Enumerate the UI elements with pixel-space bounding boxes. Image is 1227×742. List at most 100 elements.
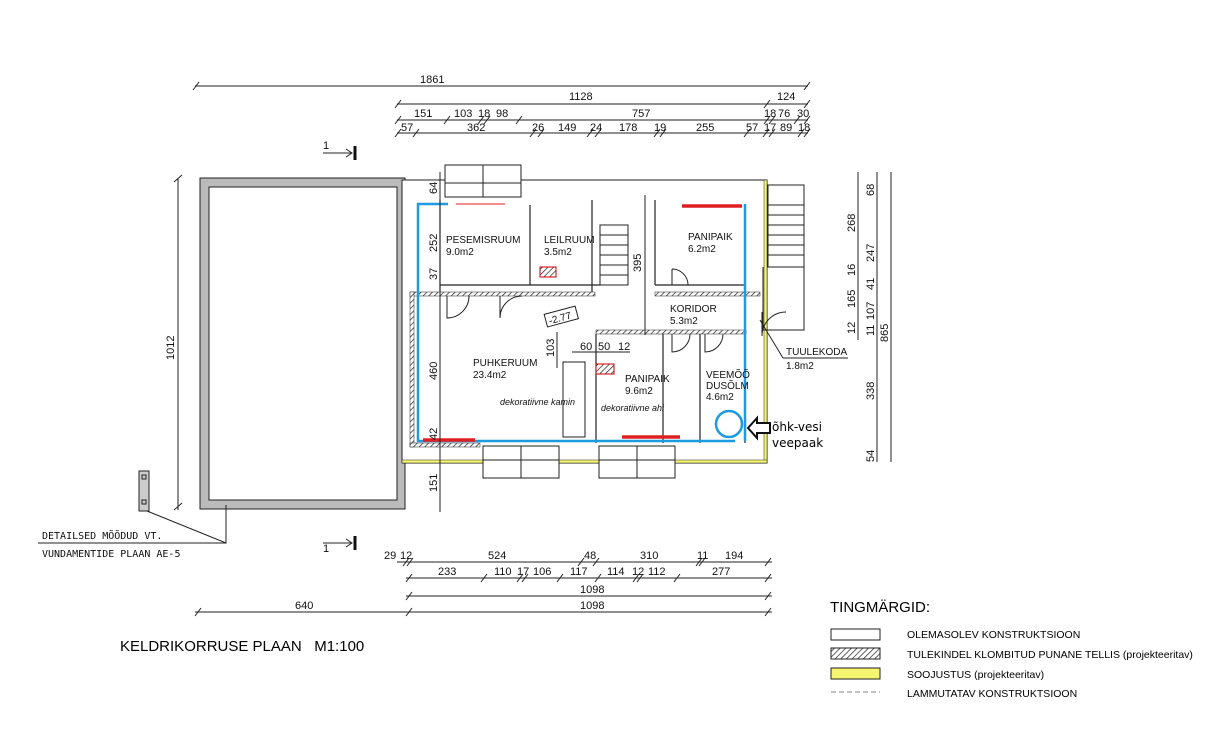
stairs-icon	[599, 184, 805, 331]
dim-label: 42	[428, 428, 440, 440]
dim-label: 18	[478, 108, 490, 120]
bottom-dimensions: 29 12 524 48 310 11 194 233 110 17 106 1…	[194, 550, 772, 617]
dim-label: 12	[618, 341, 630, 353]
dim-label: 268	[846, 214, 858, 232]
room-area: 4.6m2	[706, 392, 734, 403]
dim-label: 151	[414, 108, 432, 120]
dim-label: 1098	[580, 584, 604, 596]
dim-label: 247	[865, 244, 877, 262]
heating-pipe	[416, 202, 771, 443]
dim-label: 233	[438, 566, 456, 578]
note-line-1: DETAILSED MÕÕDUD VT.	[42, 529, 162, 542]
inner-dimensions: 64 252 37 460 42 151 103 60 50 12 395	[428, 172, 646, 512]
dim-label: 110	[494, 566, 512, 578]
legend-swatch-brick	[830, 647, 881, 660]
dim-label: 117	[570, 566, 588, 578]
dim-label: 252	[428, 234, 440, 252]
dim-label: 103	[545, 339, 557, 357]
dim-label: 1098	[580, 600, 604, 612]
dim-label: 16	[846, 264, 858, 276]
dim-label: 112	[648, 566, 666, 578]
dim-label: 178	[619, 122, 637, 134]
dim-label: 30	[797, 108, 809, 120]
dim-label: 26	[532, 122, 544, 134]
room-name: LEILRUUM	[544, 235, 595, 246]
dim-label: 17	[764, 122, 776, 134]
stove-label: dekoratiivne ahi	[601, 403, 665, 413]
dim-label: 17	[517, 566, 529, 578]
left-dimension: 1012	[165, 174, 183, 511]
dim-label: 103	[454, 108, 472, 120]
section-marker-top: 1	[323, 140, 357, 160]
room-name: PANIPAIK	[688, 232, 733, 243]
room-name: DUSÕLM	[706, 379, 749, 392]
fireplace-label: dekoratiivne kamin	[500, 397, 575, 407]
dim-label: 757	[632, 108, 650, 120]
dim-label: 29	[384, 550, 396, 562]
dim-label: 165	[846, 290, 858, 308]
dim-label: 524	[488, 550, 506, 562]
room-area: 3.5m2	[544, 247, 572, 258]
dim-label: 277	[712, 566, 730, 578]
room-name: VEEMÕÕ	[706, 368, 750, 381]
dim-label: 18	[798, 122, 810, 134]
dim-label: 41	[865, 278, 877, 290]
room-area: 1.8m2	[786, 361, 814, 372]
legend-item: TULEKINDEL KLOMBITUD PUNANE TELLIS (proj…	[907, 649, 1193, 661]
room-name: KORIDOR	[670, 304, 717, 315]
dim-label: 54	[865, 450, 877, 462]
legend-title: TINGMÄRGID:	[830, 599, 930, 616]
dim-label: 1861	[420, 74, 444, 86]
room-area: 23.4m2	[473, 370, 507, 381]
tank-label-2: veepaak	[772, 436, 823, 450]
dim-label: 89	[780, 122, 792, 134]
dim-label: 57	[746, 122, 758, 134]
dim-label: 48	[584, 550, 596, 562]
drawing-title: KELDRIKORRUSE PLAAN M1:100	[120, 638, 364, 655]
dim-label: 149	[558, 122, 576, 134]
dim-label: 310	[640, 550, 658, 562]
dim-label: 98	[496, 108, 508, 120]
dim-label: 114	[607, 566, 625, 578]
room-name: PUHKERUUM	[473, 358, 537, 369]
room-area: 5.3m2	[670, 316, 698, 327]
dim-label: 460	[428, 362, 440, 380]
section-label: 1	[323, 140, 329, 152]
water-tank-icon	[714, 409, 744, 439]
dim-label: 11	[865, 325, 877, 336]
dim-label: 57	[401, 122, 413, 134]
dim-label: 19	[654, 122, 666, 134]
tank-label-1: õhk-vesi	[772, 420, 822, 434]
dim-label: 12	[846, 322, 858, 334]
dim-label: 865	[879, 324, 891, 342]
note-line-2: VUNDAMENTIDE PLAAN AE-5	[42, 549, 180, 560]
dim-label: 151	[428, 474, 440, 492]
room-labels: PESEMISRUUM 9.0m2 LEILRUUM 3.5m2 PANIPAI…	[446, 232, 848, 413]
room-name: PESEMISRUUM	[446, 235, 520, 246]
dim-label: 640	[295, 600, 313, 612]
existing-foundation-block	[38, 177, 406, 544]
legend: TINGMÄRGID: OLEMASOLEV KONSTRUKTSIOON TU…	[830, 599, 1193, 700]
dim-label: 76	[778, 108, 790, 120]
dim-label: 1128	[569, 91, 593, 103]
dim-label: 12	[400, 550, 412, 562]
dim-label: 12	[632, 566, 644, 578]
building-outline	[401, 164, 805, 479]
dim-label: 106	[533, 566, 551, 578]
dim-label: 395	[632, 254, 644, 272]
room-name: TUULEKODA	[786, 347, 847, 358]
dim-label: 194	[725, 550, 743, 562]
section-label: 1	[323, 543, 329, 555]
dim-label: 124	[777, 91, 795, 103]
legend-item: LAMMUTATAV KONSTRUKTSIOON	[907, 688, 1077, 700]
legend-swatch-existing	[830, 628, 881, 641]
dim-label: 107	[865, 302, 877, 320]
room-area: 9.0m2	[446, 247, 474, 258]
dim-label: 18	[764, 108, 776, 120]
arrow-left-icon	[746, 415, 771, 441]
legend-item: SOOJUSTUS (projekteeritav)	[907, 669, 1044, 681]
dim-label: 24	[590, 122, 602, 134]
dim-label: 50	[598, 341, 610, 353]
legend-item: OLEMASOLEV KONSTRUKTSIOON	[907, 629, 1080, 641]
